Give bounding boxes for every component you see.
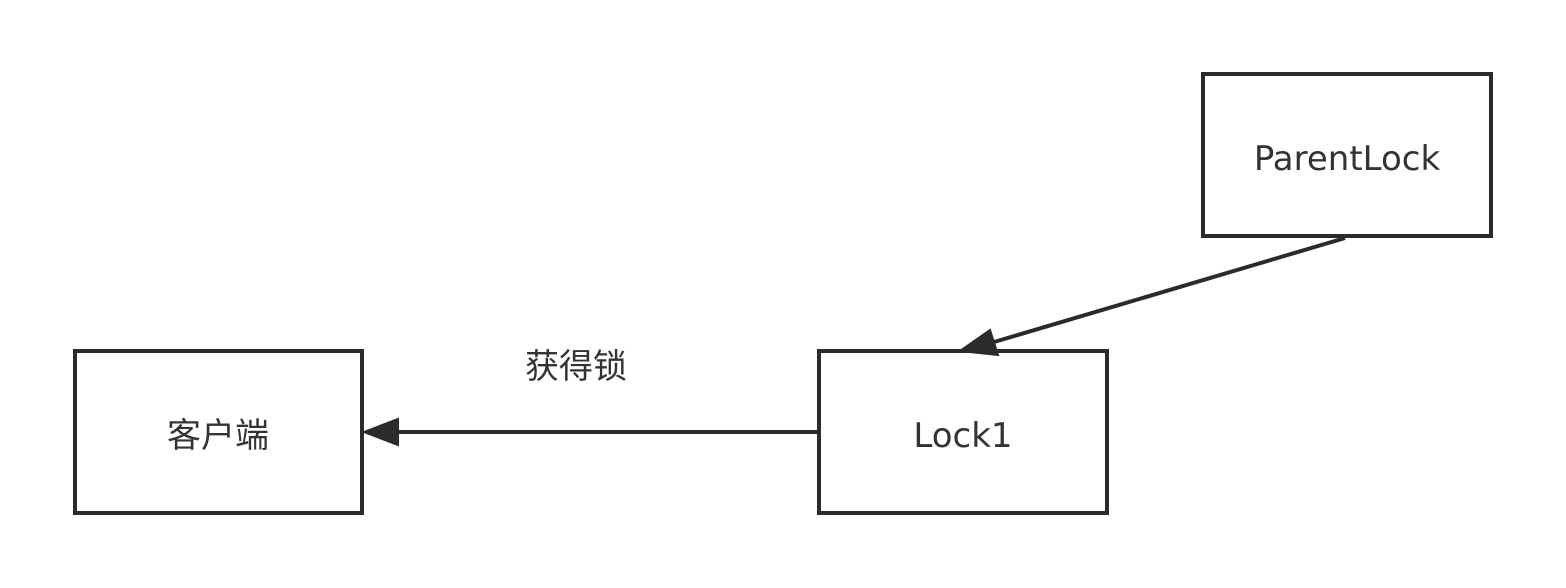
edge-parent-to-lock1[interactable] bbox=[957, 236, 1346, 357]
node-parent-lock-box bbox=[1201, 72, 1493, 238]
edge-parent-to-lock1-arrowhead bbox=[957, 328, 1000, 357]
edge-parent-to-lock1-line bbox=[993, 236, 1346, 344]
node-client[interactable]: 客户端 bbox=[73, 349, 364, 515]
node-lock1[interactable]: Lock1 bbox=[817, 349, 1109, 515]
edge-lock1-to-client-label: 获得锁 bbox=[525, 347, 627, 387]
node-client-box bbox=[73, 349, 364, 515]
edge-lock1-to-client-arrowhead bbox=[361, 417, 399, 447]
node-parent-lock[interactable]: ParentLock bbox=[1201, 72, 1493, 238]
node-lock1-box bbox=[817, 349, 1109, 515]
node-client-label: 客户端 bbox=[167, 416, 269, 456]
node-lock1-label: Lock1 bbox=[913, 416, 1012, 456]
edge-lock1-to-client[interactable]: 获得锁 bbox=[361, 347, 817, 447]
node-parent-lock-label: ParentLock bbox=[1254, 139, 1441, 179]
